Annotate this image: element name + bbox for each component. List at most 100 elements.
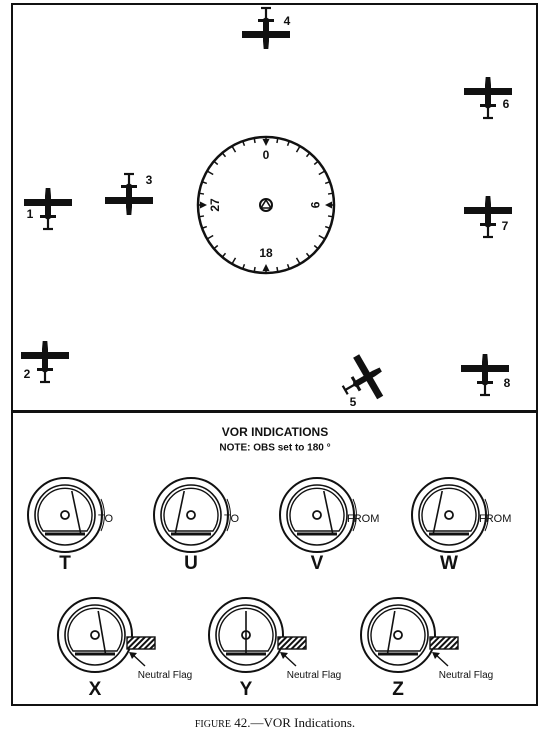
compass-rose-icon bbox=[196, 135, 336, 275]
compass-tick bbox=[318, 170, 326, 176]
compass-tick bbox=[201, 181, 208, 185]
compass-tick bbox=[286, 263, 290, 270]
plane-label-8: 8 bbox=[503, 376, 511, 390]
airplane-icon-5 bbox=[341, 348, 393, 407]
arrow-icon bbox=[432, 652, 440, 659]
cardinal-marker bbox=[262, 139, 270, 146]
neutral-flag-box bbox=[429, 636, 459, 650]
compass-tick bbox=[206, 234, 214, 240]
compass-tick bbox=[231, 257, 237, 265]
to-flag-t: TO bbox=[98, 513, 114, 525]
cdi-needle bbox=[432, 490, 443, 534]
indicator-letter-x: X bbox=[88, 679, 102, 700]
cardinal-marker bbox=[262, 264, 270, 271]
compass-tick bbox=[231, 145, 237, 153]
compass-ticks bbox=[198, 137, 334, 273]
caption-text: 42.—VOR Indications. bbox=[230, 715, 356, 730]
compass-tick bbox=[295, 257, 301, 265]
compass-tick bbox=[213, 160, 219, 166]
dial-label-east: 9 bbox=[308, 201, 322, 209]
indicator-letter-y: Y bbox=[239, 679, 253, 700]
compass-tick bbox=[327, 192, 334, 195]
compass-tick bbox=[324, 181, 331, 185]
indicator-letter-v: V bbox=[310, 553, 324, 574]
compass-tick bbox=[221, 252, 227, 258]
plane-label-5: 5 bbox=[349, 395, 357, 409]
indicator-letter-z: Z bbox=[392, 679, 404, 700]
airplane-icon-3 bbox=[105, 172, 153, 215]
dial-label-south: 18 bbox=[259, 246, 273, 260]
compass-tick bbox=[242, 263, 246, 270]
airplane-icon-8 bbox=[461, 354, 509, 397]
airplane-icon-1 bbox=[24, 188, 72, 231]
airplane-icon-2 bbox=[21, 341, 69, 384]
obs-note: NOTE: OBS set to 180 ° bbox=[219, 442, 331, 454]
from-flag-w: FROM bbox=[479, 513, 512, 525]
dial-label-west: 27 bbox=[208, 198, 222, 212]
compass-tick bbox=[253, 137, 256, 144]
plane-label-4: 4 bbox=[283, 14, 291, 28]
indicator-letter-u: U bbox=[184, 553, 198, 574]
cardinal-marker bbox=[200, 201, 207, 209]
compass-tick bbox=[198, 192, 205, 195]
compass-tick bbox=[305, 252, 311, 258]
compass-tick bbox=[327, 215, 334, 218]
neutral-flag-label-y: Neutral Flag bbox=[286, 670, 342, 681]
indicator-letter-t: T bbox=[59, 553, 71, 574]
compass-tick bbox=[206, 170, 214, 176]
compass-tick bbox=[253, 266, 256, 273]
figure-caption: FIGURE 42.—VOR Indications. bbox=[195, 715, 355, 731]
compass-tick bbox=[318, 234, 326, 240]
cdi-needle bbox=[323, 490, 334, 534]
figure-frame bbox=[11, 3, 538, 706]
arrow-icon bbox=[129, 652, 137, 659]
to-flag-u: TO bbox=[224, 513, 240, 525]
neutral-flag-label-z: Neutral Flag bbox=[438, 670, 494, 681]
compass-tick bbox=[201, 225, 208, 229]
compass-tick bbox=[276, 266, 279, 273]
cdi-needle bbox=[97, 610, 107, 654]
plane-label-1: 1 bbox=[26, 207, 34, 221]
compass-tick bbox=[221, 152, 227, 158]
compass-tick bbox=[313, 160, 319, 166]
cdi-needle bbox=[386, 610, 396, 654]
compass-tick bbox=[213, 244, 219, 250]
airplane-icon-7 bbox=[464, 196, 512, 239]
neutral-flag-box bbox=[126, 636, 156, 650]
vor-indicator-x bbox=[57, 597, 156, 673]
caption-figure-word: FIGURE bbox=[194, 719, 231, 730]
arrow-icon bbox=[280, 652, 288, 659]
vor-indicators-layer bbox=[27, 477, 489, 673]
cdi-needle bbox=[174, 490, 185, 534]
airplane-icon-4 bbox=[242, 6, 290, 49]
plane-label-6: 6 bbox=[502, 97, 510, 111]
vor-indications-title: VOR INDICATIONS bbox=[221, 425, 329, 439]
neutral-flag-box bbox=[277, 636, 307, 650]
compass-tick bbox=[305, 152, 311, 158]
plane-label-3: 3 bbox=[145, 173, 153, 187]
plane-label-7: 7 bbox=[501, 219, 509, 233]
vor-indicator-t bbox=[27, 477, 105, 553]
vor-indicator-v bbox=[279, 477, 357, 553]
vor-station-icon bbox=[259, 198, 273, 212]
vor-indicator-u bbox=[153, 477, 231, 553]
plane-label-2: 2 bbox=[23, 367, 31, 381]
vor-indicator-z bbox=[360, 597, 459, 673]
compass-tick bbox=[242, 140, 246, 147]
compass-tick bbox=[198, 215, 205, 218]
compass-tick bbox=[324, 225, 331, 229]
compass-tick bbox=[286, 140, 290, 147]
compass-tick bbox=[295, 145, 301, 153]
vor-indicator-y bbox=[208, 597, 307, 673]
cdi-needle bbox=[71, 490, 82, 534]
compass-tick bbox=[276, 137, 279, 144]
airplane-icon-6 bbox=[464, 77, 512, 120]
neutral-flag-label-x: Neutral Flag bbox=[137, 670, 193, 681]
cardinal-marker bbox=[325, 201, 332, 209]
dial-label-north: 0 bbox=[262, 148, 270, 162]
planes-layer bbox=[21, 6, 512, 407]
vor-indicator-w bbox=[411, 477, 489, 553]
from-flag-v: FROM bbox=[347, 513, 380, 525]
section-divider bbox=[11, 410, 538, 413]
